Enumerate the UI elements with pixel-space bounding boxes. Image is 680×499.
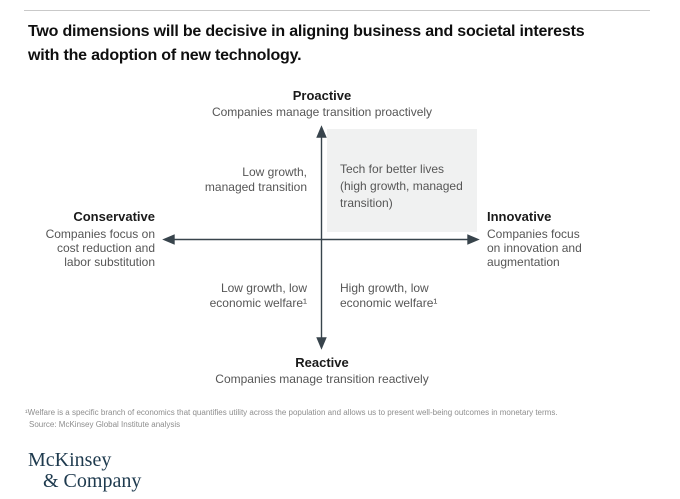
logo-line-1: McKinsey (28, 449, 112, 471)
quadrant-bottom-left-caption: Low growth, low economic welfare¹ (209, 281, 307, 310)
axis-label-proactive: Proactive (292, 88, 352, 103)
top-divider (24, 10, 650, 11)
quadrant-top-left-caption: Low growth, managed transition (204, 165, 307, 194)
axis-description-innovative: Companies focus on innovation and augmen… (487, 227, 582, 269)
quadrant-top-right-caption: Tech for better lives (high growth, mana… (340, 162, 463, 210)
axis-label-conservative: Conservative (73, 209, 155, 224)
logo-line-2: & Company (43, 470, 142, 492)
page-title: Two dimensions will be decisive in align… (28, 23, 585, 64)
right-arrowhead-icon (467, 234, 480, 245)
axis-description-reactive: Companies manage transition reactively (215, 372, 429, 386)
axis-description-proactive: Companies manage transition proactively (211, 105, 433, 119)
quadrant-bottom-right-caption: High growth, low economic welfare¹ (340, 281, 438, 310)
down-arrowhead-icon (316, 337, 327, 350)
source-text: Source: McKinsey Global Institute analys… (29, 420, 181, 429)
axis-description-conservative: Companies focus on cost reduction and la… (45, 227, 155, 269)
axis-label-reactive: Reactive (295, 355, 349, 370)
highlighted-quadrant-box (327, 129, 477, 232)
left-arrowhead-icon (162, 234, 175, 245)
up-arrowhead-icon (316, 125, 327, 138)
mckinsey-logo: McKinsey & Company (28, 450, 141, 492)
footnote-text: ¹Welfare is a specific branch of economi… (25, 408, 558, 417)
axis-label-innovative: Innovative (487, 209, 552, 224)
